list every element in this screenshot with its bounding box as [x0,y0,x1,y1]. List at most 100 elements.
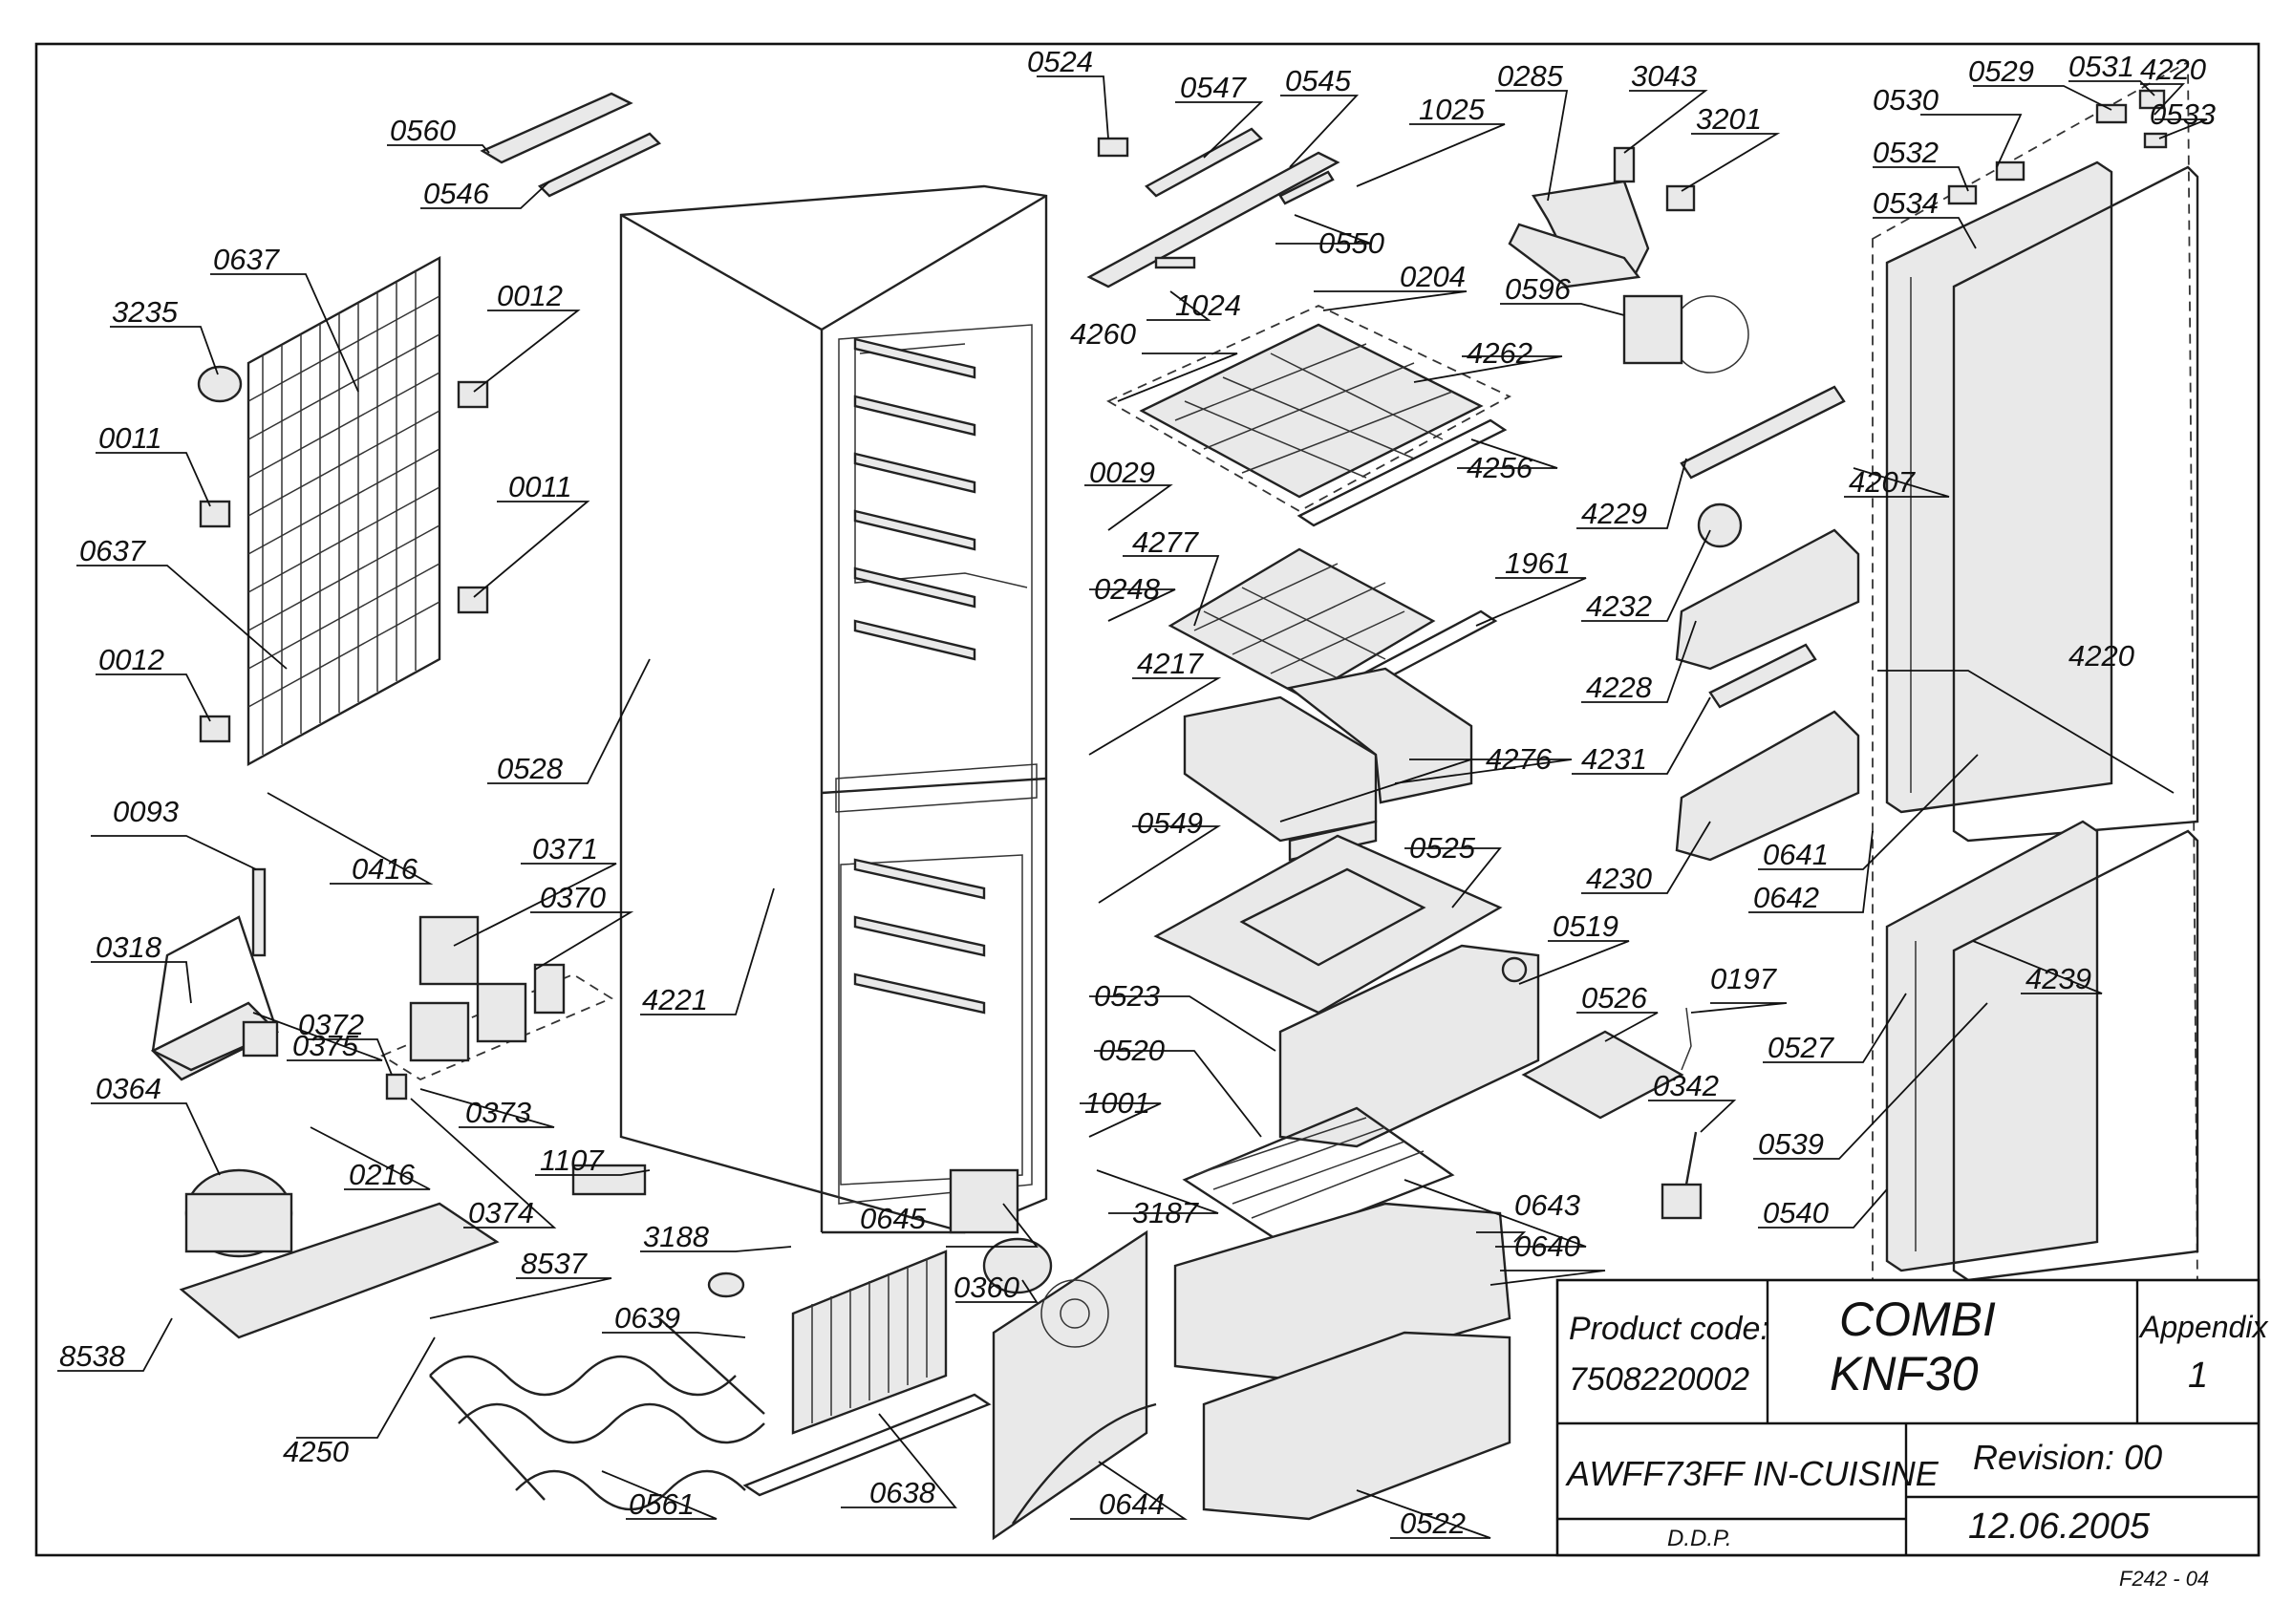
condenser-clips [197,365,489,743]
compressor-assembly [150,867,500,1339]
label-4221: 4221 [642,983,708,1016]
label-0318: 0318 [96,930,162,964]
label-0531: 0531 [2068,50,2134,83]
label-0549: 0549 [1137,806,1203,840]
condenser-coil [246,255,441,767]
label-0561: 0561 [629,1487,695,1521]
label-0342: 0342 [1653,1069,1719,1102]
label-4220: 4220 [2140,53,2206,86]
label-4250: 4250 [283,1435,349,1468]
label-0011: 0011 [98,421,162,455]
top-control-board [480,92,662,198]
label-0216: 0216 [349,1158,416,1191]
label-0029: 0029 [1089,456,1155,489]
label-0644: 0644 [1099,1487,1165,1521]
label-0522: 0522 [1400,1506,1466,1540]
appendix-value: 1 [2188,1356,2208,1396]
label-0637: 0637 [213,243,281,276]
label-0528: 0528 [497,752,564,785]
label-0371: 0371 [532,832,598,865]
relay-thermostat-group [380,915,647,1196]
label-0540: 0540 [1763,1196,1829,1229]
label-1107: 1107 [540,1143,605,1177]
label-0204: 0204 [1400,260,1466,293]
issue-date: 12.06.2005 [1968,1506,2151,1547]
author-initials: D.D.P. [1667,1526,1732,1551]
label-0533: 0533 [2150,97,2216,131]
label-0546: 0546 [423,177,490,210]
label-4228: 4228 [1586,671,1653,704]
label-4231: 4231 [1581,742,1647,776]
label-0248: 0248 [1094,572,1161,606]
label-3043: 3043 [1631,59,1697,93]
label-0374: 0374 [468,1196,534,1229]
bottle-rack [429,1317,765,1511]
label-4232: 4232 [1586,589,1652,623]
label-4262: 4262 [1467,336,1532,370]
label-0539: 0539 [1758,1127,1824,1161]
label-0372: 0372 [298,1008,364,1041]
label-0373: 0373 [465,1096,531,1129]
leader-lines [57,75,2208,1539]
part-labels: 0560 0546 0637 3235 0012 0011 0011 0637 … [59,45,2216,1540]
sheet-reference: F242 - 04 [2119,1567,2209,1591]
label-4207: 4207 [1849,465,1917,499]
label-1001: 1001 [1084,1086,1150,1120]
label-0547: 0547 [1180,71,1248,104]
label-3201: 3201 [1696,102,1762,136]
cabinet-shelf-rails [853,337,986,1015]
label-4230: 4230 [1586,862,1652,895]
sheet-border [34,42,2261,1557]
label-0523: 0523 [1094,979,1160,1013]
label-0360: 0360 [954,1271,1019,1304]
label-0639: 0639 [614,1301,680,1335]
freezer-door [1885,820,2199,1282]
fan-and-lamp [1508,146,1749,374]
label-0642: 0642 [1753,881,1819,914]
freezer-drawers [1173,944,1540,1521]
label-4256: 4256 [1467,451,1533,484]
label-0530: 0530 [1873,83,1939,117]
label-0375: 0375 [292,1029,359,1062]
label-4220: 4220 [2068,639,2134,673]
label-0012: 0012 [98,643,164,676]
revision: Revision: 00 [1973,1438,2162,1477]
part-drawings [150,60,2199,1541]
label-4277: 4277 [1132,525,1200,559]
label-0364: 0364 [96,1072,161,1105]
model-name: COMBI [1839,1293,1996,1346]
label-0527: 0527 [1768,1031,1835,1064]
label-1025: 1025 [1419,93,1486,126]
label-1961: 1961 [1505,546,1571,580]
label-1024: 1024 [1175,288,1241,322]
label-4217: 4217 [1137,647,1205,680]
label-0596: 0596 [1505,272,1572,306]
label-0637: 0637 [79,534,147,567]
label-0011: 0011 [508,470,572,503]
label-4276: 4276 [1486,742,1553,776]
label-3188: 3188 [643,1220,710,1253]
product-code-value: 7508220002 [1569,1361,1749,1398]
label-0370: 0370 [540,881,606,914]
crisper-drawers [1183,667,1473,862]
label-0012: 0012 [497,279,563,312]
door-bins [1675,385,1860,862]
label-0524: 0524 [1027,45,1093,78]
label-0285: 0285 [1497,59,1564,93]
label-0545: 0545 [1285,64,1352,97]
evaporator-assembly [707,1168,1053,1497]
label-0532: 0532 [1873,136,1939,169]
cabinet-body [619,184,1048,1234]
freezer-accessories [1501,956,1703,1220]
label-4239: 4239 [2025,962,2091,995]
label-0638: 0638 [869,1476,936,1509]
label-0093: 0093 [113,795,179,828]
label-0560: 0560 [390,114,456,147]
label-0643: 0643 [1514,1188,1580,1222]
label-0529: 0529 [1968,54,2034,88]
label-3235: 3235 [112,295,179,329]
title-block: Product code: 7508220002 COMBI KNF30 App… [1555,1278,2268,1557]
label-0519: 0519 [1553,909,1618,943]
